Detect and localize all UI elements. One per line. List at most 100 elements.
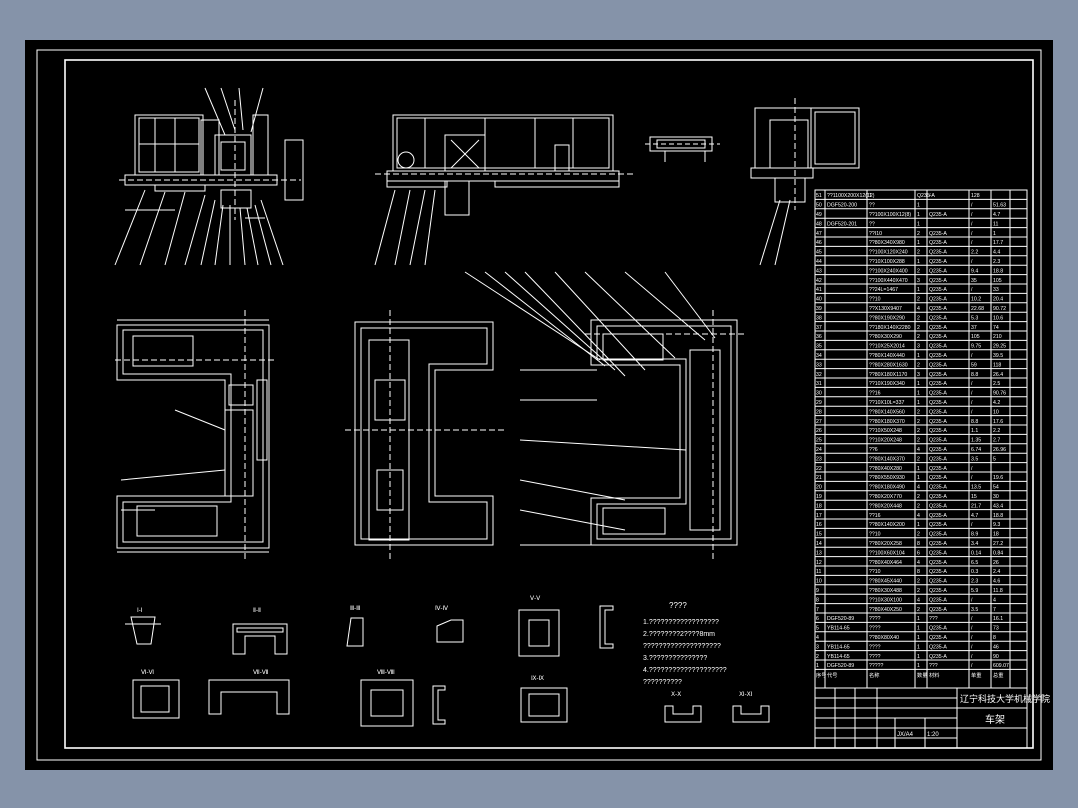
bom-cell: 2.3: [971, 579, 978, 585]
bom-cell: 5: [993, 456, 996, 462]
bom-cell: 90.72: [993, 306, 1006, 312]
bom-cell: ??16: [869, 513, 881, 519]
bom-cell: 9.75: [971, 344, 981, 350]
bom-cell: 59: [971, 362, 977, 368]
bom-cell: Q235-A: [929, 212, 947, 218]
bom-cell: Q235-A: [929, 278, 947, 284]
section-label: Ⅴ-Ⅴ: [530, 596, 541, 602]
bom-cell: 2: [917, 588, 920, 594]
bom-cell: 10: [993, 409, 999, 415]
notes-line-6: ??????????: [643, 679, 682, 686]
bom-cell: 11.8: [993, 588, 1003, 594]
bom-cell: ???: [929, 663, 938, 669]
cad-viewport[interactable]: 辽宁科技大学机械学院 车架 1:20 JX/A4 ???? 1.????????…: [25, 40, 1053, 770]
bom-cell: /: [929, 193, 931, 199]
bom-cell: 1.35: [971, 438, 981, 444]
bom-cell: ??80X40X464: [869, 560, 902, 566]
bom-cell: /: [971, 522, 973, 528]
bom-cell: ??180X140X2280: [869, 325, 911, 331]
bom-cell: 9: [816, 588, 819, 594]
bom-cell: /: [971, 400, 973, 406]
bom-cell: Q235-A: [929, 626, 947, 632]
bom-cell: 2: [917, 579, 920, 585]
view-plan-left: [115, 310, 275, 560]
bom-cell: 8.8: [971, 372, 978, 378]
bom-cell: 6.5: [971, 560, 978, 566]
bom-cell: /: [971, 240, 973, 246]
bom-cell: /: [971, 616, 973, 622]
bom-cell: ??24L=1467: [869, 287, 898, 293]
bom-cell: 1: [917, 654, 920, 660]
section-details: [125, 605, 770, 727]
bom-cell: 105: [971, 334, 980, 340]
bom-cell: Q235-A: [929, 362, 947, 368]
bom-cell: ??80X140X560: [869, 409, 905, 415]
bom-cell: Q235-A: [929, 447, 947, 453]
bom-cell: Q235-A: [929, 381, 947, 387]
bom-cell: 5: [816, 626, 819, 632]
bom-cell: 0.84: [993, 550, 1003, 556]
bom-cell: ??100X120X240: [869, 250, 908, 256]
notes-line-5: 4.????????????????????: [643, 667, 727, 674]
bom-cell: 50: [816, 203, 822, 209]
bom-cell: Q235-A: [929, 456, 947, 462]
bom-cell: 4.6: [993, 579, 1000, 585]
bom-cell: Q235-A: [929, 597, 947, 603]
section-label: Ⅹ-Ⅹ: [671, 692, 681, 698]
bom-cell: 10: [816, 579, 822, 585]
bom-cell: ??100X60X104: [869, 550, 905, 556]
bom-cell: 3: [917, 278, 920, 284]
bom-cell: Q235-A: [929, 419, 947, 425]
bom-cell: ??80X550X930: [869, 475, 905, 481]
bom-cell: 16.1: [993, 616, 1003, 622]
bom-cell: Q235-A: [917, 193, 935, 199]
bom-cell: 29: [816, 400, 822, 406]
bom-cell: 38: [816, 315, 822, 321]
bom-cell: 73: [993, 626, 999, 632]
bom-cell: 4.4: [993, 250, 1000, 256]
bom-cell: ??10X20X248: [869, 438, 902, 444]
bom-cell: Q235-A: [929, 231, 947, 237]
bom-cell: Q235-A: [929, 353, 947, 359]
bom-cell: ??80X140X370: [869, 456, 905, 462]
bom-cell: 34: [816, 353, 822, 359]
bom-cell: Q235-A: [929, 297, 947, 303]
bom-cell: 35: [816, 344, 822, 350]
bom-cell: 48: [816, 221, 822, 227]
view-detail-a: [645, 136, 720, 162]
bom-cell: 6: [917, 550, 920, 556]
bom-cell: Q235-A: [929, 550, 947, 556]
bom-cell: /: [971, 212, 973, 218]
bom-cell: 3.5: [971, 607, 978, 613]
bom-cell: 2.7: [993, 438, 1000, 444]
bom-cell: 0.14: [971, 550, 981, 556]
bom-cell: 1: [917, 381, 920, 387]
bom-cell: 6: [816, 616, 819, 622]
bom-cell: ??10X190X340: [869, 381, 905, 387]
bom-cell: 33: [993, 287, 999, 293]
bom-cell: Q235-A: [929, 588, 947, 594]
bom-cell: 2: [917, 532, 920, 538]
bom-cell: 105: [993, 278, 1002, 284]
view-plan-right: [464, 271, 745, 560]
bom-cell: YB114-65: [827, 626, 850, 632]
bom-cell: 19: [816, 494, 822, 500]
bom-cell: /: [971, 626, 973, 632]
bom-cell: 1: [816, 663, 819, 669]
bom-cell: 8: [917, 541, 920, 547]
bom-cell: 1: [917, 259, 920, 265]
bom-header-cell: 材料: [929, 671, 939, 679]
bom-cell: 74: [993, 325, 999, 331]
bom-cell: 1: [917, 663, 920, 669]
bom-cell: Q235-A: [929, 522, 947, 528]
bom-cell: Q235-A: [929, 372, 947, 378]
bom-cell: DGF520-201: [827, 221, 857, 227]
bom-cell: 1: [917, 475, 920, 481]
bom-header-cell: 单重: [971, 671, 981, 679]
bom-cell: 49: [816, 212, 822, 218]
bom-cell: Q235-A: [929, 400, 947, 406]
bom-cell: ??10: [869, 532, 881, 538]
bom-cell: 609.07: [993, 663, 1009, 669]
section-label: Ⅰ-Ⅰ: [137, 608, 143, 614]
bom-cell: ??80X190X290: [869, 315, 905, 321]
